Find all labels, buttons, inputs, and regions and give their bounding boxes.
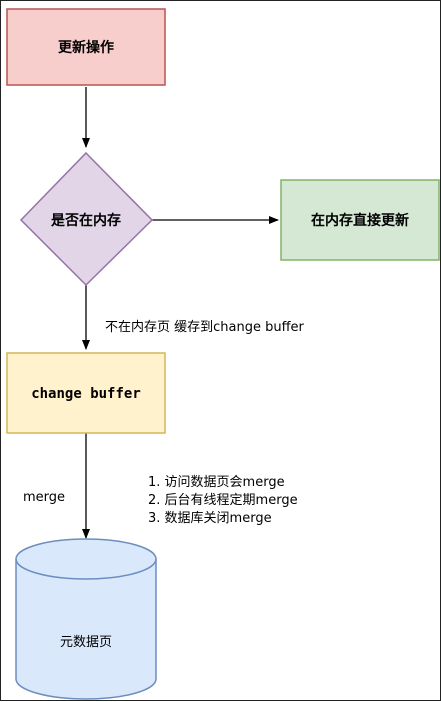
merge-trigger-2: 2. 后台有线程定期merge	[148, 493, 298, 508]
node-data-page-top-rim	[15, 558, 157, 580]
node-change-buffer-label: change buffer	[31, 386, 141, 402]
node-update-operation-label: 更新操作	[58, 39, 114, 56]
node-decision-in-memory	[19, 151, 154, 287]
node-update-operation	[6, 8, 166, 86]
node-decision-in-memory-label: 是否在内存	[51, 212, 121, 229]
node-update-in-memory	[280, 179, 440, 261]
merge-trigger-1: 1. 访问数据页会merge	[148, 475, 285, 490]
node-change-buffer	[6, 352, 166, 434]
node-data-page-label: 元数据页	[60, 635, 112, 650]
edge-label-not-in-memory: 不在内存页 缓存到change buffer	[105, 319, 305, 335]
node-data-page	[15, 538, 157, 700]
merge-trigger-3: 3. 数据库关闭merge	[148, 510, 272, 526]
node-update-in-memory-label: 在内存直接更新	[311, 212, 409, 229]
node-data-page-body	[15, 538, 157, 700]
edge-label-merge: merge	[23, 490, 65, 505]
